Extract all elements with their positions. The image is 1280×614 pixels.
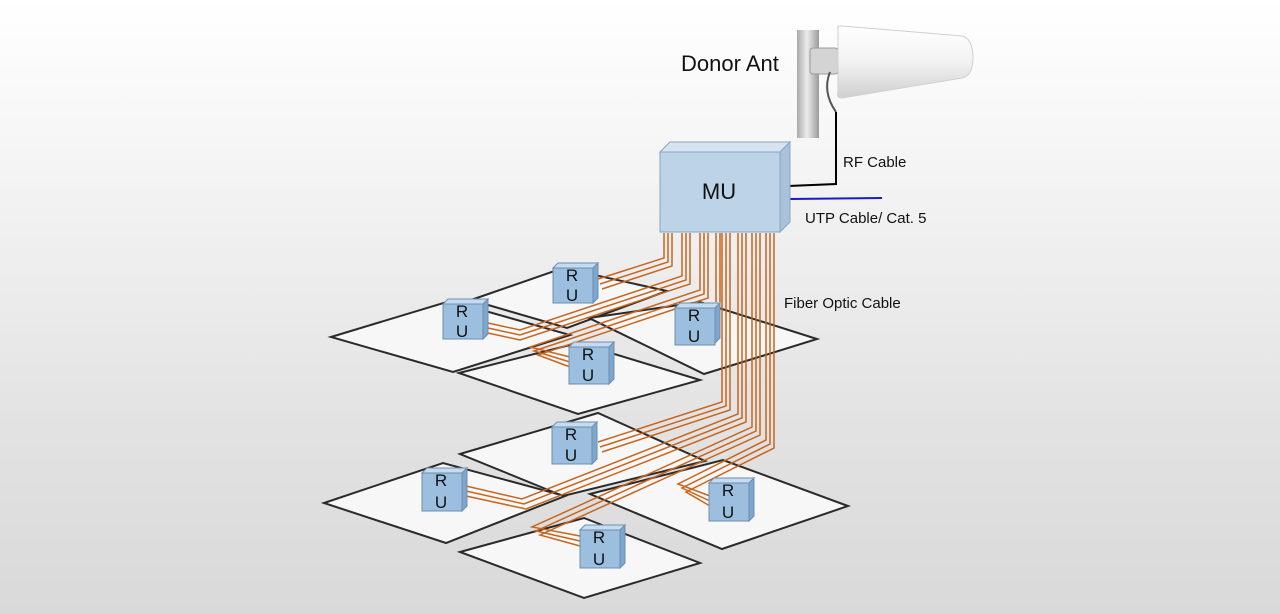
donor-ant-label: Donor Ant [681,51,779,76]
ru-box-side [714,301,721,345]
ru-label-r: R [565,425,577,444]
ru-box-front [442,303,484,340]
fiber-line [465,233,739,500]
rf-cable-label: RF Cable [843,154,906,171]
ru-label-r: R [593,528,605,547]
antenna-bracket [809,47,839,75]
ru-box-side [748,476,755,523]
fiber-line [537,233,761,547]
fiber-line [680,233,771,502]
antenna-panel [837,25,974,99]
fiber-line [487,233,687,336]
ru-box-side [591,420,598,466]
fiber-line [487,233,683,331]
fiber-line [597,233,665,280]
ru-box-front [421,472,463,512]
fiber-line [601,233,731,453]
ru-box-side [482,297,489,341]
fiber-line [676,233,767,497]
ru-label-r: R [435,471,447,490]
ru-label-u: U [582,366,594,385]
ru-unit: R U [420,466,469,513]
ru-unit: R U [578,523,627,570]
fiber-cable-label: Fiber Optic Cable [784,295,901,312]
utp-cable [789,197,883,200]
ru-unit: R U [707,476,756,523]
ru-label-u: U [565,446,577,465]
fiber-line [597,233,723,443]
ru-label-r: R [722,481,734,500]
ru-label-u: U [593,550,605,569]
ru-label-u: U [456,322,468,341]
fiber-line [529,233,753,537]
ru-label-u: U [722,503,734,522]
ru-label-r: R [688,306,700,325]
ru-box-front [568,346,610,385]
ru-unit: R U [550,420,599,466]
mu-unit: MU [658,140,792,234]
ru-box-side [619,523,626,570]
ru-label-u: U [435,493,447,512]
fiber-line [535,233,709,368]
rf-cable [787,112,837,187]
fiber-line [487,233,691,341]
fiber-line [533,233,757,542]
antenna-feed [826,71,837,113]
ru-label-r: R [456,302,468,321]
donor-antenna [797,25,974,138]
fiber-line [527,233,701,358]
ru-box-front [579,529,621,569]
ru-box-front [552,267,594,304]
mu-label: MU [702,179,736,204]
antenna-pole [797,30,819,138]
fiber-line [531,233,705,363]
ru-label-r: R [582,345,594,364]
fiber-line [601,233,673,290]
mu-box-front [659,151,781,233]
ru-label-u: U [566,286,578,305]
ru-box-side [461,466,468,513]
ru-box-side [592,261,599,305]
ru-box-front [674,307,716,346]
mu-box-side [779,140,791,234]
ru-unit: R U [441,297,490,341]
fiber-line [599,233,727,448]
fiber-cables [465,233,775,547]
ru-box-front [708,482,750,522]
ru-unit: R U [551,261,600,305]
ru-unit: R U [673,301,722,346]
fiber-line [599,233,669,285]
ru-box-front [551,426,593,465]
ru-box-side [608,340,615,386]
ru-label-r: R [566,266,578,285]
utp-cable-label: UTP Cable/ Cat. 5 [805,210,926,227]
mu-box-top [658,141,792,153]
fiber-line [465,233,743,505]
ru-unit: R U [567,340,616,386]
ru-label-u: U [688,327,700,346]
fiber-line [465,233,747,510]
fiber-line [684,233,775,507]
